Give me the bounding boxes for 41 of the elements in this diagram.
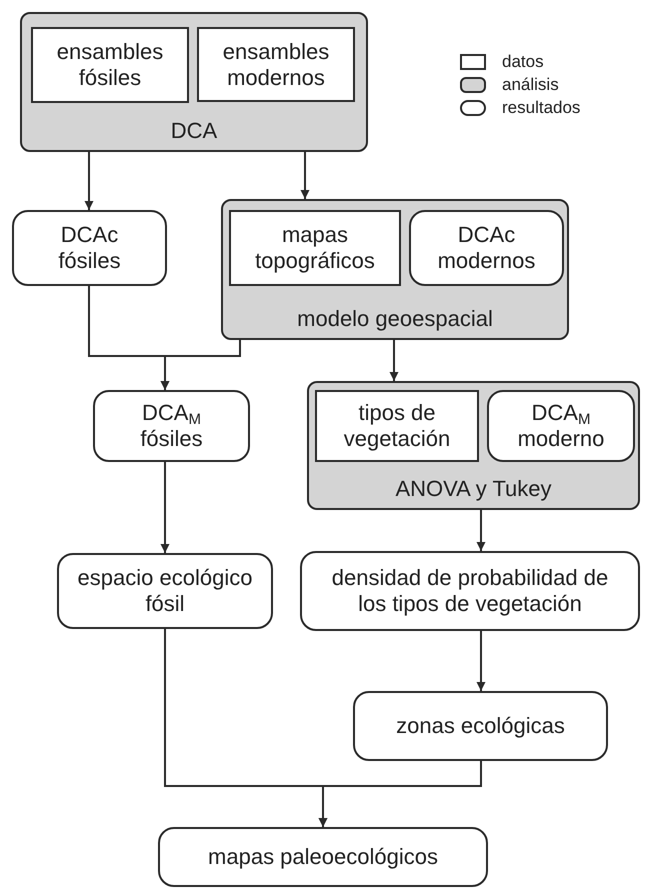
legend-label: resultados — [502, 98, 580, 118]
result-box — [300, 551, 640, 631]
node-label: DCAc modernos — [436, 222, 536, 274]
result-box — [12, 210, 167, 286]
result-box — [93, 390, 250, 462]
node-label: ensambles fósiles — [56, 39, 164, 91]
legend-label: datos — [502, 52, 544, 72]
result-box — [353, 691, 608, 761]
data-box — [315, 390, 479, 462]
node-label: mapas topográficos — [254, 222, 376, 274]
node-label: DCA — [170, 118, 218, 144]
legend-label: análisis — [502, 75, 559, 95]
arrow — [160, 340, 241, 390]
node-label: zonas ecológicas — [396, 713, 565, 739]
node-label: espacio ecológico fósil — [76, 565, 254, 617]
analysis-panel — [221, 199, 569, 340]
node-label: densidad de probabilidad de los tipos de vegetación — [330, 565, 610, 617]
result-box — [409, 210, 564, 286]
node-label: DCAc fósiles — [57, 222, 122, 274]
arrow — [318, 761, 482, 827]
node-label: modelo geoespacial — [297, 306, 493, 332]
node-label: tipos de vegetación — [342, 400, 452, 452]
arrow — [160, 462, 170, 553]
arrow — [300, 152, 310, 199]
node-label: ensambles modernos — [222, 38, 330, 90]
data-box — [31, 27, 189, 103]
arrow — [390, 340, 398, 381]
data-box — [229, 210, 401, 286]
result-box — [158, 827, 488, 887]
arrow — [476, 510, 486, 551]
arrow — [84, 152, 94, 210]
result-box — [487, 390, 635, 462]
arrow — [476, 631, 486, 691]
result-box — [57, 553, 273, 629]
analysis-panel — [307, 381, 640, 510]
node-label: DCA$_{M}$ fósiles — [139, 400, 204, 452]
data-box — [197, 27, 355, 102]
node-label: DCA$_{M}$ moderno — [516, 400, 606, 452]
node-label: mapas paleoecológicos — [208, 844, 438, 870]
analysis-panel — [20, 12, 368, 152]
node-label: ANOVA y Tukey — [395, 476, 552, 502]
